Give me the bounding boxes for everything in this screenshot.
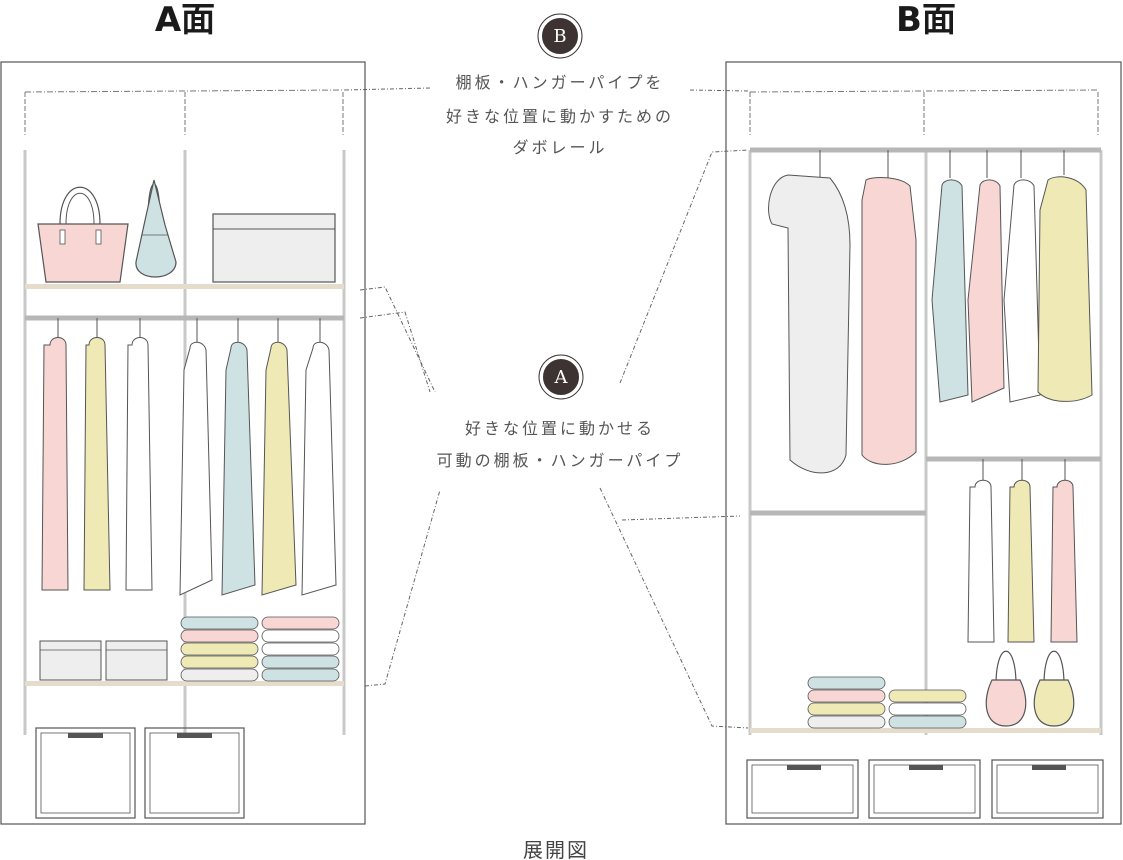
note-adjustable-shelf: 好きな位置に動かせる 可動の棚板・ハンガーパイプ: [437, 419, 684, 470]
badge-b: B: [537, 13, 583, 59]
face-a: A面: [0, 0, 366, 825]
garment-icon: [179, 318, 337, 596]
storage-box-icon: [212, 213, 336, 283]
dowel-rail-top-b: [749, 89, 1099, 93]
shelf-bottom-a: [25, 681, 344, 686]
dowel-rail-posts-a: [24, 92, 344, 135]
garment-icon: [768, 150, 917, 474]
note-a-line-2: 可動の棚板・ハンガーパイプ: [437, 451, 684, 470]
figure-caption: 展開図: [523, 838, 589, 860]
face-b-title: B面: [896, 0, 956, 40]
handbag-icon: [135, 179, 177, 278]
badge-a-label: A: [554, 367, 569, 388]
leader-lines: [344, 87, 751, 729]
shelf-bottom-b: [750, 728, 1101, 733]
badge-b-label: B: [553, 26, 566, 47]
folded-clothes-icon: [180, 616, 340, 682]
folded-clothes-icon: [807, 676, 967, 729]
face-b-frame: [725, 61, 1122, 825]
face-b: B面: [725, 0, 1122, 825]
note-b-line-1: 棚板・ハンガーパイプを: [456, 73, 665, 92]
note-dowel-rail: 棚板・ハンガーパイプを 好きな位置に動かすための ダボレール: [446, 73, 674, 157]
shelf-top-a: [25, 284, 344, 289]
garment-icon: [41, 318, 153, 591]
badge-a: A: [538, 354, 584, 400]
garment-icon: [967, 459, 1078, 643]
drawer-icon: [35, 727, 245, 819]
handbag-icon: [985, 650, 1075, 727]
garment-icon: [931, 150, 1093, 403]
dowel-rail-posts-b: [749, 92, 1099, 135]
face-a-frame: [0, 61, 366, 825]
tote-bag-icon: [37, 186, 129, 283]
note-b-line-2: 好きな位置に動かすための: [446, 107, 674, 126]
face-a-title: A面: [155, 0, 215, 40]
dowel-rail-top-a: [24, 89, 346, 93]
storage-box-icon: [39, 640, 168, 681]
note-a-line-1: 好きな位置に動かせる: [465, 419, 655, 438]
note-b-line-3: ダボレール: [512, 138, 607, 157]
drawer-icon: [746, 759, 1104, 819]
